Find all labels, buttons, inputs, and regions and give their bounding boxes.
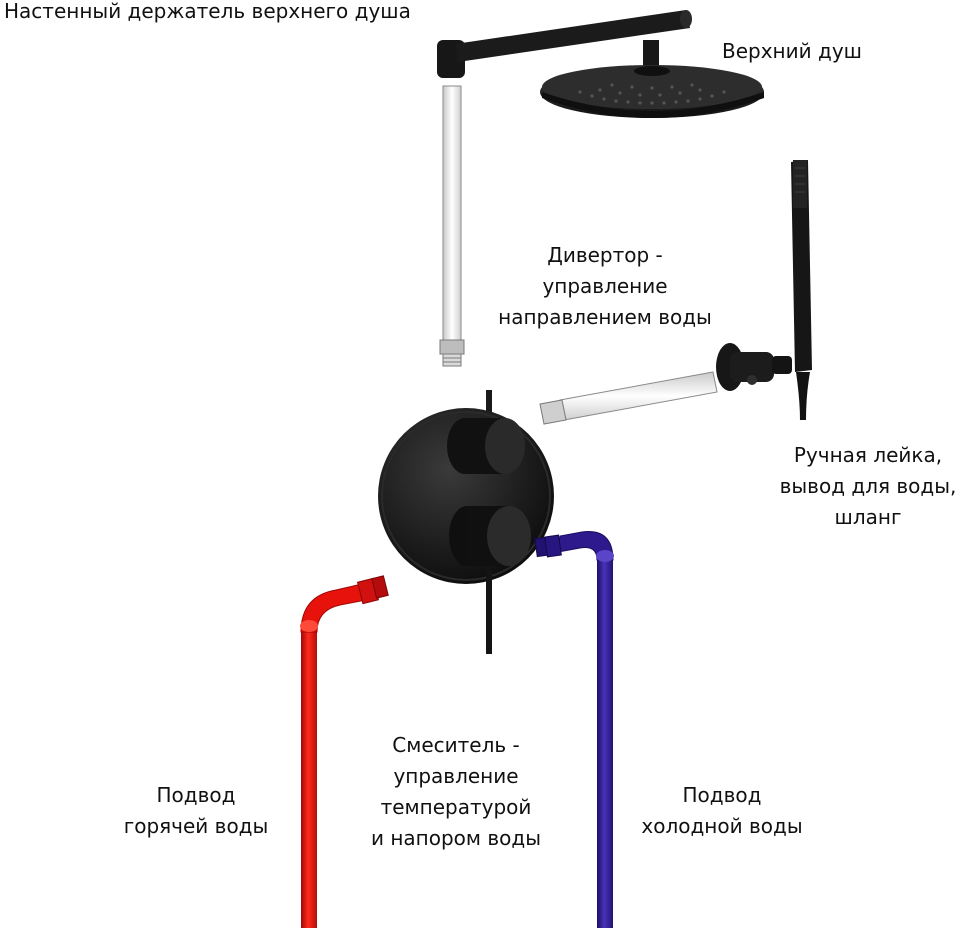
label-cold-supply: Подвод холодной воды (624, 780, 820, 842)
label-mixer-line: управление (393, 764, 519, 788)
label-cold-supply-line: холодной воды (641, 814, 803, 838)
label-hand-shower-line: шланг (834, 505, 902, 529)
overhead-supply-hose (439, 85, 465, 367)
label-overhead-shower: Верхний душ (722, 36, 862, 67)
hand-shower-wall-outlet (716, 343, 792, 391)
diverter-handle (447, 418, 525, 474)
label-wall-holder-text: Настенный держатель верхнего душа (4, 0, 411, 23)
label-mixer-line: температурой (380, 795, 532, 819)
label-mixer-line: и напором воды (370, 826, 542, 850)
label-diverter-line: Дивертор - (547, 243, 663, 267)
label-hot-supply: Подвод горячей воды (108, 780, 284, 842)
label-diverter-line: управление (542, 274, 668, 298)
label-wall-holder: Настенный держатель верхнего душа (4, 0, 411, 27)
label-mixer: Смеситель - управление температурой и на… (350, 730, 562, 854)
label-diverter-line: направлением воды (498, 305, 712, 329)
label-hot-supply-line: Подвод (156, 783, 236, 807)
label-cold-supply-line: Подвод (682, 783, 762, 807)
cold-water-pipe (534, 531, 614, 928)
label-hot-supply-line: горячей воды (123, 814, 269, 838)
hand-shower-supply-hose (539, 371, 718, 425)
label-hand-shower: Ручная лейка, вывод для воды, шланг (768, 440, 968, 533)
label-hand-shower-line: вывод для воды, (779, 474, 957, 498)
label-diverter: Дивертор - управление направлением воды (479, 240, 731, 333)
label-hand-shower-line: Ручная лейка, (793, 443, 943, 467)
mixer-handle (449, 506, 531, 566)
label-mixer-line: Смеситель - (392, 733, 520, 757)
label-overhead-shower-text: Верхний душ (722, 39, 862, 63)
overhead-shower-head (540, 65, 764, 118)
wall-shower-arm (437, 10, 692, 78)
hot-water-pipe (300, 575, 389, 928)
mixer-unit (378, 390, 554, 654)
hand-shower (791, 160, 812, 420)
